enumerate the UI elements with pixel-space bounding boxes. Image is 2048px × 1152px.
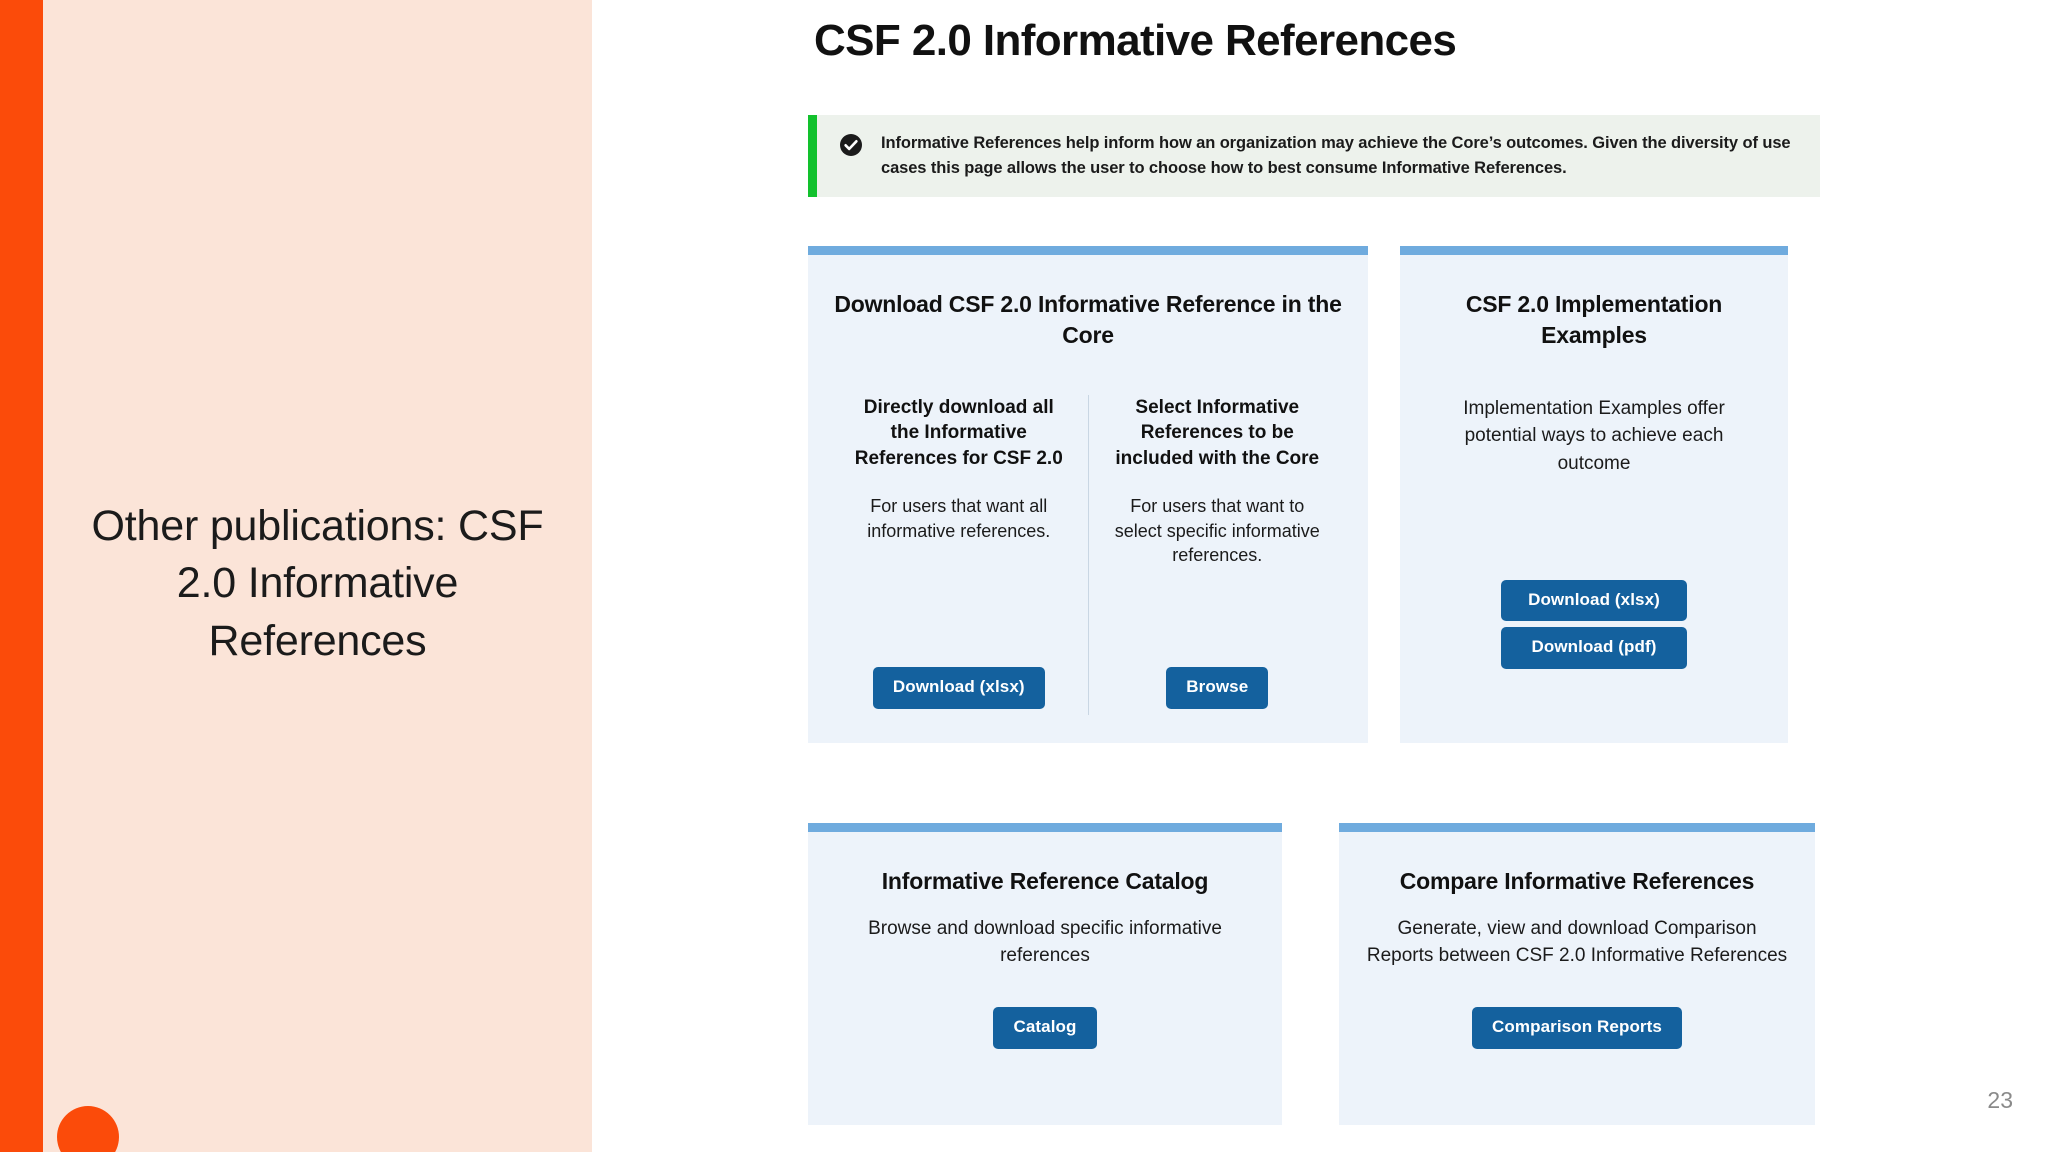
card-button-wrap: Comparison Reports [1472,1007,1682,1097]
split-body: For users that want all informative refe… [867,496,1051,541]
card-description: Implementation Examples offer potential … [1463,397,1725,474]
info-alert-text: Informative References help inform how a… [881,134,1791,178]
download-xlsx-core-button[interactable]: Download (xlsx) [872,667,1045,709]
split-heading: Directly download all the Informative Re… [854,396,1063,470]
card-description: Browse and download specific informative… [868,917,1222,967]
card-accent-bar [808,246,1368,255]
download-xlsx-examples-button[interactable]: Download (xlsx) [1501,579,1687,622]
column-divider [1087,394,1089,715]
page-number: 23 [1987,1087,2013,1113]
split-button-wrap: Download (xlsx) [872,667,1045,715]
split-button-wrap: Browse [1166,667,1269,715]
browse-button[interactable]: Browse [1166,667,1269,709]
card-compare-informative-references: Compare Informative References Generate,… [1339,823,1815,1125]
decorative-circle-icon [57,1106,119,1152]
card-title: CSF 2.0 Implementation Examples [1465,291,1723,348]
card-title: Download CSF 2.0 Informative Reference i… [834,291,1342,348]
comparison-reports-button[interactable]: Comparison Reports [1472,1007,1682,1049]
card-title: Informative Reference Catalog [881,868,1209,894]
card-accent-bar [1400,246,1788,255]
card-title: Compare Informative References [1399,868,1755,894]
main-content: CSF 2.0 Informative References Informati… [592,0,2048,1152]
download-pdf-examples-button[interactable]: Download (pdf) [1501,627,1687,669]
card-body: Compare Informative References Generate,… [1339,832,1815,1125]
card-download-core: Download CSF 2.0 Informative Reference i… [808,246,1368,743]
card-informative-reference-catalog: Informative Reference Catalog Browse and… [808,823,1282,1125]
sidebar-title-block: Other publications: CSF 2.0 Informative … [43,0,592,1152]
split-body: For users that want to select specific i… [1114,496,1320,566]
catalog-button[interactable]: Catalog [993,1007,1097,1049]
card-split-columns: Directly download all the Informative Re… [834,394,1343,715]
card-button-group: Download (xlsx) Download (pdf) [1501,579,1687,715]
card-button-wrap: Catalog [993,1007,1097,1097]
sidebar-title: Other publications: CSF 2.0 Informative … [91,502,544,665]
card-body: Download CSF 2.0 Informative Reference i… [808,255,1368,743]
sidebar-accent-bar [0,0,43,1152]
split-column-select: Select Informative References to be incl… [1093,395,1343,715]
info-alert: Informative References help inform how a… [808,115,1820,198]
split-heading: Select Informative References to be incl… [1115,396,1320,470]
card-implementation-examples: CSF 2.0 Implementation Examples Implemen… [1400,246,1788,743]
card-description: Generate, view and download Comparison R… [1366,917,1788,967]
card-accent-bar [1339,823,1815,832]
card-body: Informative Reference Catalog Browse and… [808,832,1282,1125]
card-body: CSF 2.0 Implementation Examples Implemen… [1400,255,1788,743]
sidebar-panel: Other publications: CSF 2.0 Informative … [0,0,592,1152]
split-column-direct: Directly download all the Informative Re… [834,395,1084,715]
check-circle-icon [839,133,863,157]
page-title: CSF 2.0 Informative References [814,16,1457,65]
card-accent-bar [808,823,1282,832]
